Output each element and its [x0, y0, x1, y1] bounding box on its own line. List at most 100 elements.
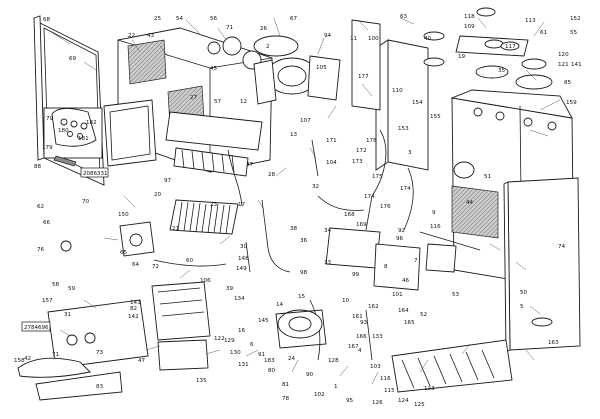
label-2: 2	[266, 44, 270, 50]
label-155: 155	[430, 114, 441, 120]
label-13: 13	[290, 132, 298, 138]
label-42: 42	[24, 356, 31, 362]
label-16: 16	[238, 328, 246, 334]
label-69: 69	[69, 56, 77, 62]
label-65: 65	[120, 250, 128, 256]
label-126: 126	[372, 400, 383, 406]
label-30: 30	[240, 244, 248, 250]
label-51: 51	[484, 174, 492, 180]
label-54: 54	[176, 16, 184, 22]
label-44: 44	[466, 200, 474, 206]
label-26: 26	[260, 26, 268, 32]
label-7: 7	[414, 258, 418, 264]
label-167: 167	[348, 344, 359, 350]
label-10: 10	[342, 298, 350, 304]
label-120: 120	[558, 52, 569, 58]
label-178: 178	[366, 138, 377, 144]
label-113: 113	[525, 18, 536, 24]
leader-lines	[47, 17, 561, 385]
label-130: 130	[230, 350, 241, 356]
label-154: 154	[412, 100, 423, 106]
label-124: 124	[398, 398, 409, 404]
control-box	[47, 281, 211, 371]
label-57: 57	[214, 99, 222, 105]
label-121: 121	[558, 62, 569, 68]
label-12: 12	[240, 99, 247, 105]
pipework	[153, 129, 481, 361]
label-67: 67	[290, 16, 298, 22]
label-66: 66	[43, 220, 51, 226]
label-123: 123	[424, 386, 435, 392]
label-116b: 116	[380, 376, 391, 382]
label-168: 168	[344, 212, 355, 218]
label-128: 128	[328, 358, 339, 364]
label-177: 177	[358, 74, 369, 80]
side-casing-panel	[503, 177, 581, 353]
label-164: 164	[398, 308, 409, 314]
label-183: 183	[264, 358, 275, 364]
label-20: 20	[154, 192, 162, 198]
label-22: 22	[128, 33, 135, 39]
label-32: 32	[312, 184, 319, 190]
label-82: 82	[130, 306, 137, 312]
label-1: 1	[334, 384, 338, 390]
label-36: 36	[300, 238, 308, 244]
label-179: 179	[42, 145, 53, 151]
label-122: 122	[214, 336, 225, 342]
label-176: 176	[380, 204, 391, 210]
expansion-vessel	[351, 19, 429, 171]
label-158: 158	[14, 358, 25, 364]
label-6: 6	[250, 342, 254, 348]
label-94: 94	[324, 33, 332, 39]
label-103: 103	[370, 364, 381, 370]
fan-assembly	[253, 35, 341, 105]
circulation-pump	[275, 309, 327, 349]
label-153: 153	[398, 126, 409, 132]
label-71: 71	[226, 25, 234, 31]
label-34: 34	[324, 228, 332, 234]
label-15: 15	[298, 294, 306, 300]
label-85: 85	[564, 80, 572, 86]
label-33: 33	[324, 260, 332, 266]
label-56: 56	[210, 16, 218, 22]
label-50: 50	[520, 290, 528, 296]
label-182: 182	[86, 120, 97, 126]
label-92: 92	[398, 228, 405, 234]
label-61: 61	[540, 30, 548, 36]
part-number-box-2: 2784696	[21, 321, 51, 332]
flue-connectors	[423, 7, 553, 90]
label-141: 141	[571, 62, 582, 68]
label-135: 135	[196, 378, 207, 384]
label-64: 64	[132, 262, 140, 268]
label-35: 35	[498, 68, 506, 74]
label-70: 70	[82, 199, 90, 205]
label-72: 72	[152, 264, 159, 270]
label-17: 17	[238, 202, 246, 208]
label-79: 79	[46, 116, 54, 122]
label-74: 74	[558, 244, 566, 250]
label-90: 90	[306, 372, 314, 378]
label-24: 24	[288, 356, 296, 362]
label-95: 95	[346, 398, 354, 404]
label-107: 107	[300, 118, 311, 124]
label-104: 104	[326, 160, 337, 166]
label-129: 129	[224, 338, 235, 344]
label-134: 134	[234, 296, 245, 302]
label-118: 118	[464, 14, 475, 20]
label-148: 148	[238, 256, 249, 262]
label-131: 131	[238, 362, 249, 368]
label-172: 172	[356, 148, 367, 154]
label-174b: 174	[400, 186, 411, 192]
label-59: 59	[68, 286, 76, 292]
svg-text:2086331: 2086331	[83, 171, 108, 177]
label-27: 27	[190, 95, 198, 101]
label-38: 38	[290, 226, 298, 232]
control-panel-inset	[43, 107, 103, 167]
label-76: 76	[37, 247, 45, 253]
label-21: 21	[172, 226, 180, 232]
label-47: 47	[138, 358, 146, 364]
lower-front-cover	[17, 357, 123, 401]
label-3: 3	[408, 150, 412, 156]
label-110: 110	[392, 88, 403, 94]
